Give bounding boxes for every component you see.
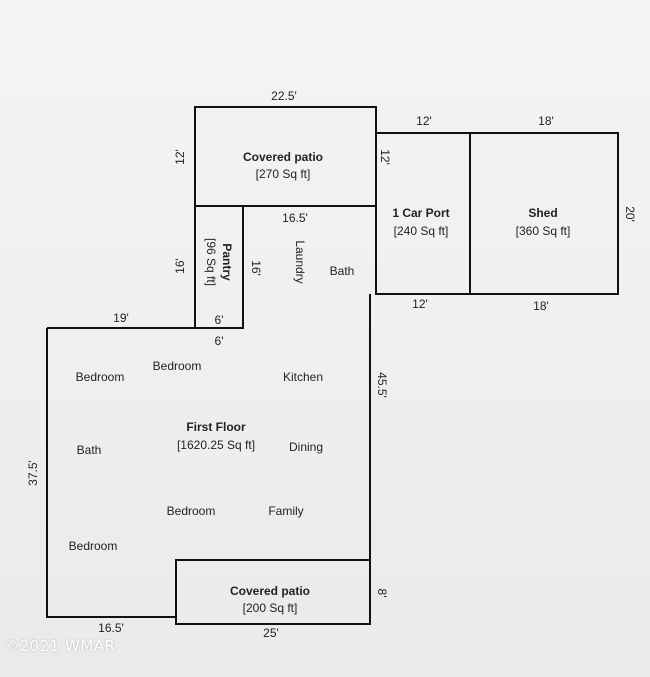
- dim-left-37-5: 37.5': [26, 460, 40, 486]
- room-kitchen: Kitchen: [283, 370, 323, 384]
- pantry-label-group: Pantry [96 Sq ft]: [204, 238, 234, 286]
- dim-laundry-16-5: 16.5': [282, 211, 308, 225]
- room-bedroom-left: Bedroom: [76, 370, 125, 384]
- first-floor-walls: [46, 206, 371, 625]
- first-floor-area: [1620.25 Sq ft]: [177, 438, 255, 452]
- dim-pantry-right-16: 16': [249, 260, 263, 276]
- room-bedroom-bottom-left: Bedroom: [69, 539, 118, 553]
- room-bath-left: Bath: [77, 443, 102, 457]
- dim-pantry-below-6: 6': [215, 334, 224, 348]
- room-bedroom-center: Bedroom: [153, 359, 202, 373]
- copyright-watermark: ©2021 WMAR: [4, 637, 116, 655]
- shed-title: Shed: [528, 206, 557, 220]
- dim-patio-right-8: 8': [375, 589, 389, 598]
- shed-outline: [469, 132, 619, 295]
- covered-patio-bottom-title: Covered patio: [230, 584, 310, 598]
- dim-patio-right-12: 12': [378, 149, 392, 165]
- dim-carport-bottom-12: 12': [412, 297, 428, 311]
- shed-area: [360 Sq ft]: [516, 224, 571, 238]
- dim-shed-right-20: 20': [623, 206, 637, 222]
- carport-area: [240 Sq ft]: [394, 224, 449, 238]
- dim-right-45-5: 45.5': [375, 372, 389, 398]
- pantry-area: [96 Sq ft]: [204, 238, 218, 286]
- room-bedroom-lower: Bedroom: [167, 504, 216, 518]
- pantry-outline: [194, 206, 244, 329]
- dim-left-top-19: 19': [113, 311, 129, 325]
- covered-patio-top-title: Covered patio: [243, 150, 323, 164]
- covered-patio-bottom-area: [200 Sq ft]: [243, 601, 298, 615]
- dim-shed-bottom-18: 18': [533, 299, 549, 313]
- pantry-title: Pantry: [220, 243, 234, 281]
- dim-bottom-25: 25': [263, 626, 279, 640]
- walls: [46, 106, 619, 625]
- dim-bottom-16-5: 16.5': [98, 621, 124, 635]
- room-dining: Dining: [289, 440, 323, 454]
- first-floor-title: First Floor: [186, 420, 246, 434]
- dim-pantry-left-16: 16': [173, 258, 187, 274]
- dim-shed-top-18: 18': [538, 114, 554, 128]
- dim-patio-left-12: 12': [173, 149, 187, 165]
- covered-patio-top-area: [270 Sq ft]: [256, 167, 311, 181]
- room-bath-upper: Bath: [330, 264, 355, 278]
- dim-carport-top-12: 12': [416, 114, 432, 128]
- dim-pantry-bottom-6: 6': [215, 313, 224, 327]
- carport-title: 1 Car Port: [392, 206, 449, 220]
- room-family: Family: [268, 504, 303, 518]
- dim-top-22-5: 22.5': [271, 89, 297, 103]
- room-laundry: Laundry: [293, 240, 307, 283]
